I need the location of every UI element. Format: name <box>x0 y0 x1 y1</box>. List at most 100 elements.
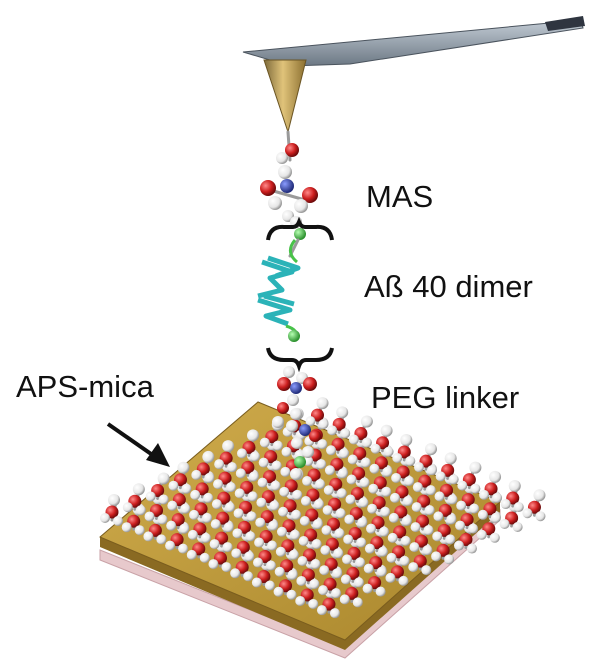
atom <box>287 394 299 406</box>
atom <box>336 406 349 419</box>
atom <box>380 506 391 517</box>
atom <box>302 187 318 203</box>
atom <box>226 482 237 493</box>
atom <box>279 486 290 497</box>
atom <box>247 491 258 502</box>
atom <box>513 502 524 513</box>
atom <box>401 515 412 526</box>
atom <box>343 534 354 545</box>
atom <box>273 586 284 597</box>
atom <box>143 531 154 542</box>
atom <box>179 523 190 534</box>
atom <box>466 543 477 554</box>
atom <box>296 575 307 586</box>
atom <box>269 500 280 511</box>
atom <box>190 489 201 500</box>
atom <box>204 472 215 483</box>
atom <box>200 532 211 543</box>
atom <box>323 485 334 496</box>
atom <box>344 514 355 525</box>
substrate-side <box>100 502 500 650</box>
atom <box>326 445 337 456</box>
atom <box>309 578 320 589</box>
atom <box>158 494 169 505</box>
atom <box>404 475 415 486</box>
atom <box>231 548 242 559</box>
atom <box>457 480 468 491</box>
aps-molecule <box>191 450 215 483</box>
atom <box>332 568 343 579</box>
atom <box>499 519 510 530</box>
atom <box>367 503 378 514</box>
atom <box>245 531 256 542</box>
atom <box>469 461 482 474</box>
aps-molecule <box>327 406 351 439</box>
atom <box>405 455 416 466</box>
atom <box>489 532 500 543</box>
atom <box>333 548 344 559</box>
aps-molecule <box>237 429 260 462</box>
atom <box>433 511 444 522</box>
atom <box>444 452 457 465</box>
atom <box>311 538 322 549</box>
atom <box>134 525 145 536</box>
atom <box>320 545 331 556</box>
atom <box>278 506 289 517</box>
atom <box>360 457 371 468</box>
atom <box>388 512 399 523</box>
atom <box>227 462 238 473</box>
atom <box>302 446 314 458</box>
aps-molecule <box>479 470 503 503</box>
atom <box>157 514 168 525</box>
atom <box>468 523 479 534</box>
atom <box>281 446 292 457</box>
atom <box>431 551 442 562</box>
atom <box>340 428 351 439</box>
atom <box>322 505 333 516</box>
atom <box>410 522 421 533</box>
aps-molecule <box>522 489 546 522</box>
atom <box>456 500 467 511</box>
aps-molecule <box>435 452 459 485</box>
atom <box>335 508 346 519</box>
atom <box>283 366 295 378</box>
atom <box>445 534 456 545</box>
atom <box>533 489 546 502</box>
atom <box>327 425 338 436</box>
atom <box>202 450 215 463</box>
atom <box>266 560 277 571</box>
atom <box>208 559 219 570</box>
atom <box>234 488 245 499</box>
atom <box>243 571 254 582</box>
atom <box>276 526 287 537</box>
aps-molecule <box>122 483 146 516</box>
atom <box>383 446 394 457</box>
atom <box>250 451 260 462</box>
atom <box>313 499 324 510</box>
atom <box>455 520 466 531</box>
aps-molecule <box>392 433 416 466</box>
atom <box>291 509 302 520</box>
atom <box>409 542 420 553</box>
atom <box>294 199 308 213</box>
atom <box>492 492 503 503</box>
atom <box>434 491 445 502</box>
atom <box>222 542 233 553</box>
atom <box>432 531 443 542</box>
atom <box>448 474 459 485</box>
aps-molecule <box>370 424 394 457</box>
atom <box>508 480 521 493</box>
atom <box>329 608 340 619</box>
aps-molecule <box>295 576 319 609</box>
atom <box>287 569 298 580</box>
atom <box>321 525 332 536</box>
atom <box>392 452 403 463</box>
atom <box>286 420 298 432</box>
atom <box>299 516 310 527</box>
atom <box>222 440 235 453</box>
atom <box>270 480 281 491</box>
atom <box>259 437 270 448</box>
atom <box>264 580 275 591</box>
atom <box>385 572 396 583</box>
beta-strand <box>257 297 293 327</box>
